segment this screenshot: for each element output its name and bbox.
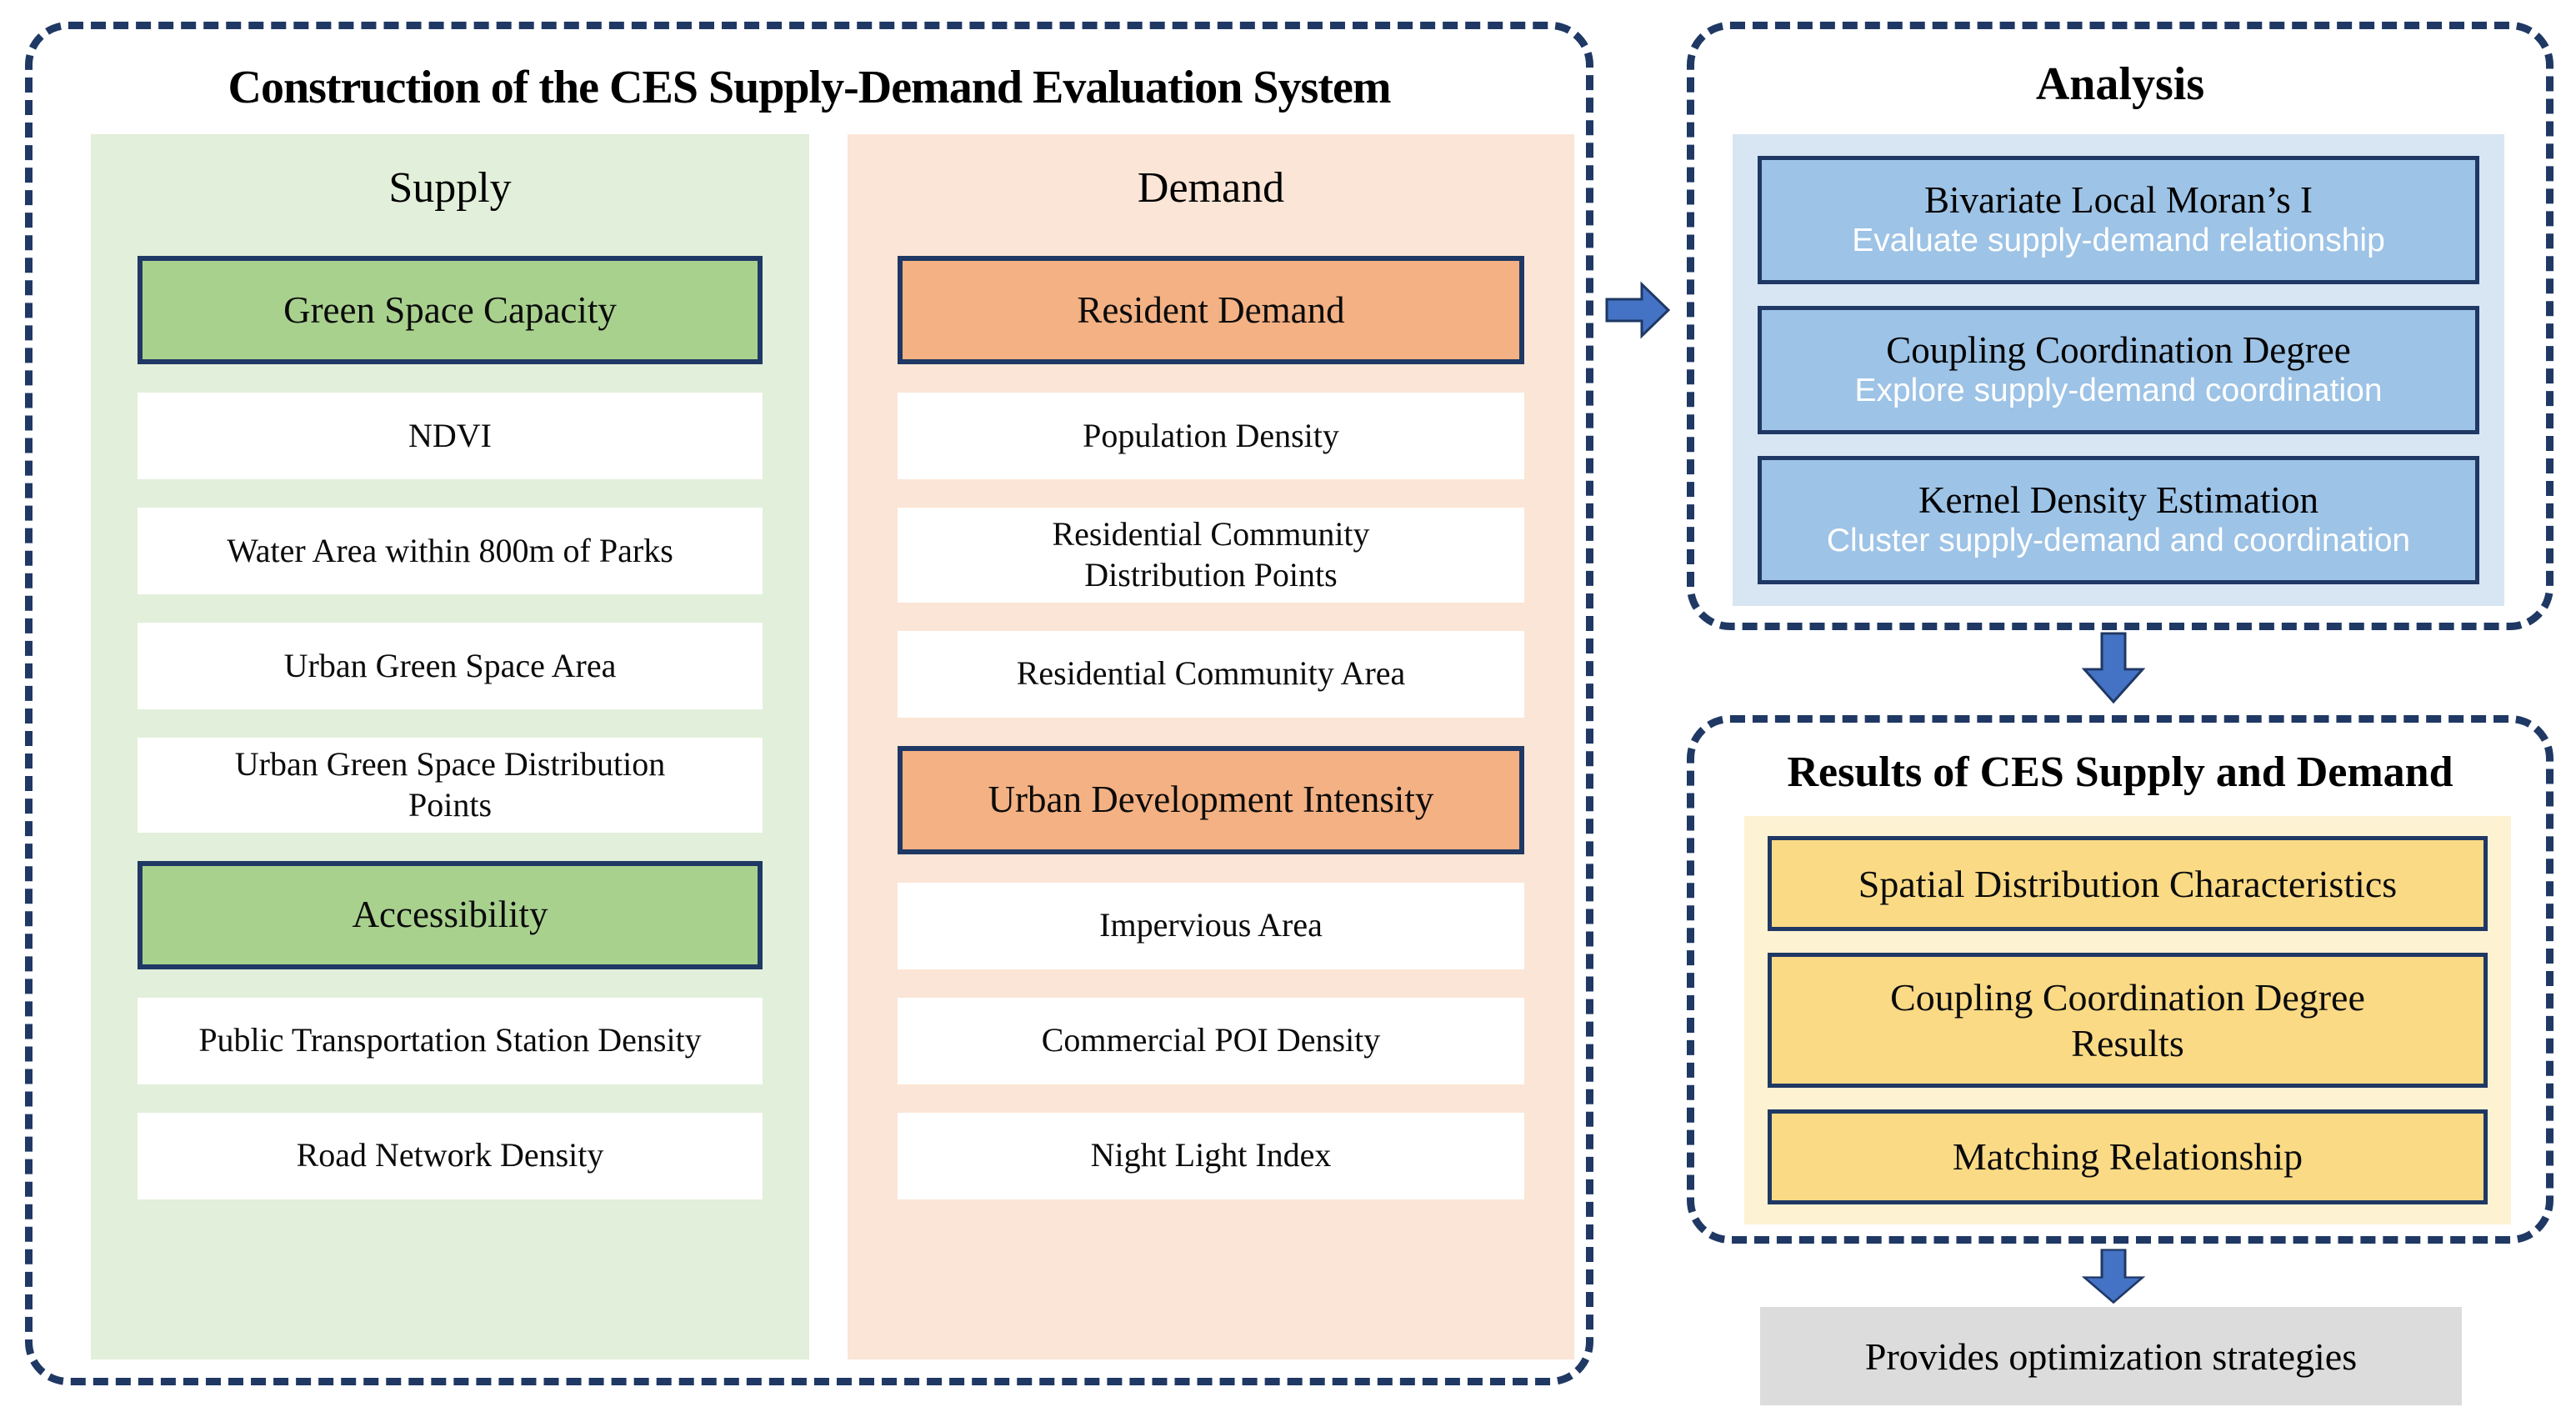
box-label: Urban Green Space Area	[283, 646, 617, 684]
analysis-box-subtitle: Explore supply-demand coordination	[1854, 373, 2383, 409]
demand-box-population-density: Population Density	[898, 393, 1524, 479]
supply-box-public-transportation-station-density: Public Transportation Station Density	[138, 997, 763, 1084]
box-label: Urban Development Intensity	[988, 779, 1434, 821]
results-panel: Results of CES Supply and Demand Spatial…	[1687, 715, 2553, 1244]
analysis-box-subtitle: Evaluate supply-demand relationship	[1852, 223, 2385, 259]
analysis-box-subtitle: Cluster supply-demand and coordination	[1826, 523, 2411, 559]
box-label: Population Density	[1083, 416, 1339, 454]
results-box-matching-relationship: Matching Relationship	[1768, 1109, 2488, 1204]
box-label: Impervious Area	[1099, 906, 1323, 944]
supply-box-ndvi: NDVI	[138, 393, 763, 479]
box-label: Commercial POI Density	[1041, 1021, 1381, 1059]
construction-columns: Supply Green Space Capacity NDVI Water A…	[91, 134, 1574, 1359]
box-label: NDVI	[408, 416, 492, 454]
box-label: Road Network Density	[296, 1136, 604, 1174]
results-body: Spatial Distribution Characteristics Cou…	[1744, 816, 2511, 1224]
demand-box-urban-development-intensity: Urban Development Intensity	[898, 745, 1524, 854]
analysis-panel-title: Analysis	[2035, 58, 2205, 110]
supply-box-urban-green-space-area: Urban Green Space Area	[138, 623, 763, 709]
box-label: Urban Green Space Distribution Points	[234, 745, 666, 824]
box-label: Accessibility	[352, 894, 548, 936]
analysis-box-title: Coupling Coordination Degree	[1886, 328, 2351, 371]
flow-arrow-right-icon	[1605, 281, 1670, 339]
analysis-body: Bivariate Local Moran’s I Evaluate suppl…	[1733, 134, 2504, 606]
box-label: Night Light Index	[1090, 1136, 1332, 1174]
demand-column-header: Demand	[1137, 163, 1285, 212]
box-label: Spatial Distribution Characteristics	[1858, 862, 2398, 905]
results-box-coupling-coordination-degree-results: Coupling Coordination Degree Results	[1768, 953, 2488, 1088]
demand-box-residential-community-area: Residential Community Area	[898, 630, 1524, 718]
flow-arrow-down-icon	[2082, 632, 2145, 703]
results-panel-title: Results of CES Supply and Demand	[1787, 749, 2453, 796]
box-label: Matching Relationship	[1952, 1135, 2303, 1179]
supply-box-urban-green-space-distribution-points: Urban Green Space Distribution Points	[138, 738, 763, 833]
demand-box-resident-demand: Resident Demand	[898, 256, 1524, 364]
supply-box-accessibility: Accessibility	[138, 860, 763, 969]
demand-box-residential-community-distribution-points: Residential Community Distribution Point…	[898, 508, 1524, 603]
results-box-spatial-distribution-characteristics: Spatial Distribution Characteristics	[1768, 836, 2488, 932]
supply-column-header: Supply	[388, 163, 512, 212]
analysis-box-title: Bivariate Local Moran’s I	[1923, 178, 2313, 221]
supply-box-road-network-density: Road Network Density	[138, 1112, 763, 1199]
demand-box-night-light-index: Night Light Index	[898, 1112, 1524, 1199]
demand-box-impervious-area: Impervious Area	[898, 882, 1524, 969]
analysis-box-bivariate-local-morans-i: Bivariate Local Moran’s I Evaluate suppl…	[1758, 156, 2479, 284]
analysis-box-coupling-coordination-degree: Coupling Coordination Degree Explore sup…	[1758, 306, 2479, 434]
analysis-box-kernel-density-estimation: Kernel Density Estimation Cluster supply…	[1758, 456, 2479, 584]
demand-box-commercial-poi-density: Commercial POI Density	[898, 997, 1524, 1084]
supply-box-green-space-capacity: Green Space Capacity	[138, 256, 763, 364]
analysis-panel: Analysis Bivariate Local Moran’s I Evalu…	[1687, 22, 2553, 630]
analysis-box-title: Kernel Density Estimation	[1918, 478, 2318, 521]
box-label: Public Transportation Station Density	[198, 1021, 702, 1059]
supply-box-water-area: Water Area within 800m of Parks	[138, 508, 763, 594]
strategy-box-label: Provides optimization strategies	[1864, 1334, 2358, 1378]
box-label: Residential Community Distribution Point…	[1052, 515, 1370, 593]
demand-column: Demand Resident Demand Population Densit…	[848, 134, 1574, 1359]
box-label: Water Area within 800m of Parks	[227, 531, 673, 569]
supply-column: Supply Green Space Capacity NDVI Water A…	[91, 134, 809, 1359]
strategy-box: Provides optimization strategies	[1760, 1307, 2462, 1405]
construction-panel-title: Construction of the CES Supply-Demand Ev…	[228, 62, 1392, 113]
construction-panel: Construction of the CES Supply-Demand Ev…	[25, 22, 1593, 1385]
box-label: Resident Demand	[1077, 288, 1345, 331]
box-label: Green Space Capacity	[283, 288, 617, 331]
box-label: Coupling Coordination Degree Results	[1890, 975, 2365, 1064]
flow-arrow-down-icon	[2082, 1249, 2145, 1304]
box-label: Residential Community Area	[1016, 654, 1406, 693]
